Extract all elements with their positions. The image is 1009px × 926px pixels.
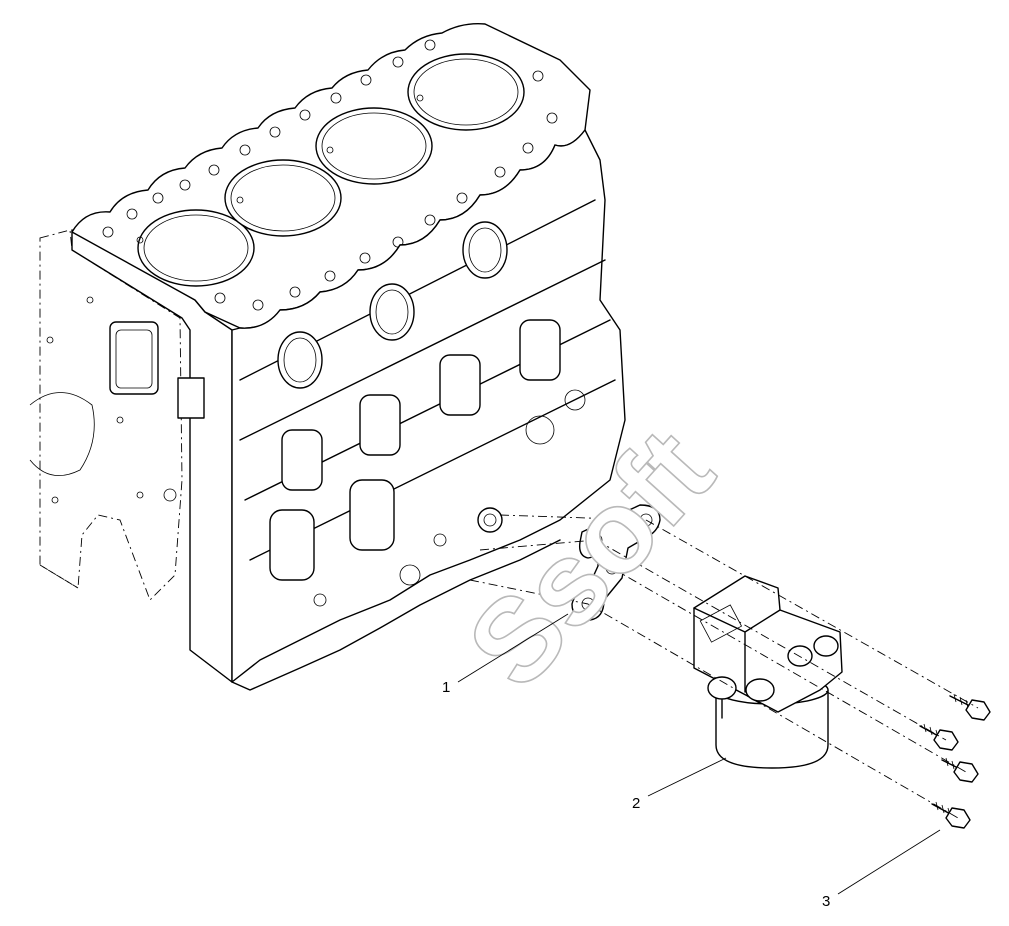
callout-label-2: 2	[632, 795, 640, 812]
callout-label-1: 1	[442, 679, 450, 696]
block-right-face	[231, 129, 626, 683]
bracket-hole-top-left	[589, 533, 603, 547]
bolt-1	[949, 693, 991, 721]
cylinder-bore-2	[224, 159, 342, 237]
engine-block	[29, 23, 626, 691]
bolt-2	[919, 723, 959, 751]
cylinder-bore-1	[137, 209, 255, 287]
callout-label-3: 3	[822, 893, 830, 910]
cylinder-bore-4	[407, 53, 525, 131]
assembly-center-lines	[469, 514, 979, 819]
bolts-part-3	[919, 693, 991, 829]
callout-1: 1	[442, 613, 569, 696]
filter-canister	[715, 689, 829, 769]
cylinder-bore-3	[315, 107, 433, 185]
crankcase-skirt	[231, 539, 561, 691]
bracket-hole-middle	[605, 561, 619, 575]
block-side-features	[239, 199, 616, 607]
callout-2: 2	[632, 757, 727, 812]
rear-plate-bore	[29, 392, 95, 477]
callout-3: 3	[822, 829, 941, 910]
block-left-features	[46, 296, 205, 504]
bolt-3	[941, 757, 979, 783]
filter-port-4	[813, 635, 839, 657]
mounting-bracket-part-1	[571, 504, 661, 621]
filter-port-1	[707, 676, 737, 700]
filter-assembly-part-2	[693, 575, 843, 769]
filter-port-2	[745, 678, 775, 702]
bracket-hole-bottom	[581, 597, 595, 611]
head-bolt-holes	[102, 39, 558, 311]
filter-port-3	[787, 645, 813, 667]
